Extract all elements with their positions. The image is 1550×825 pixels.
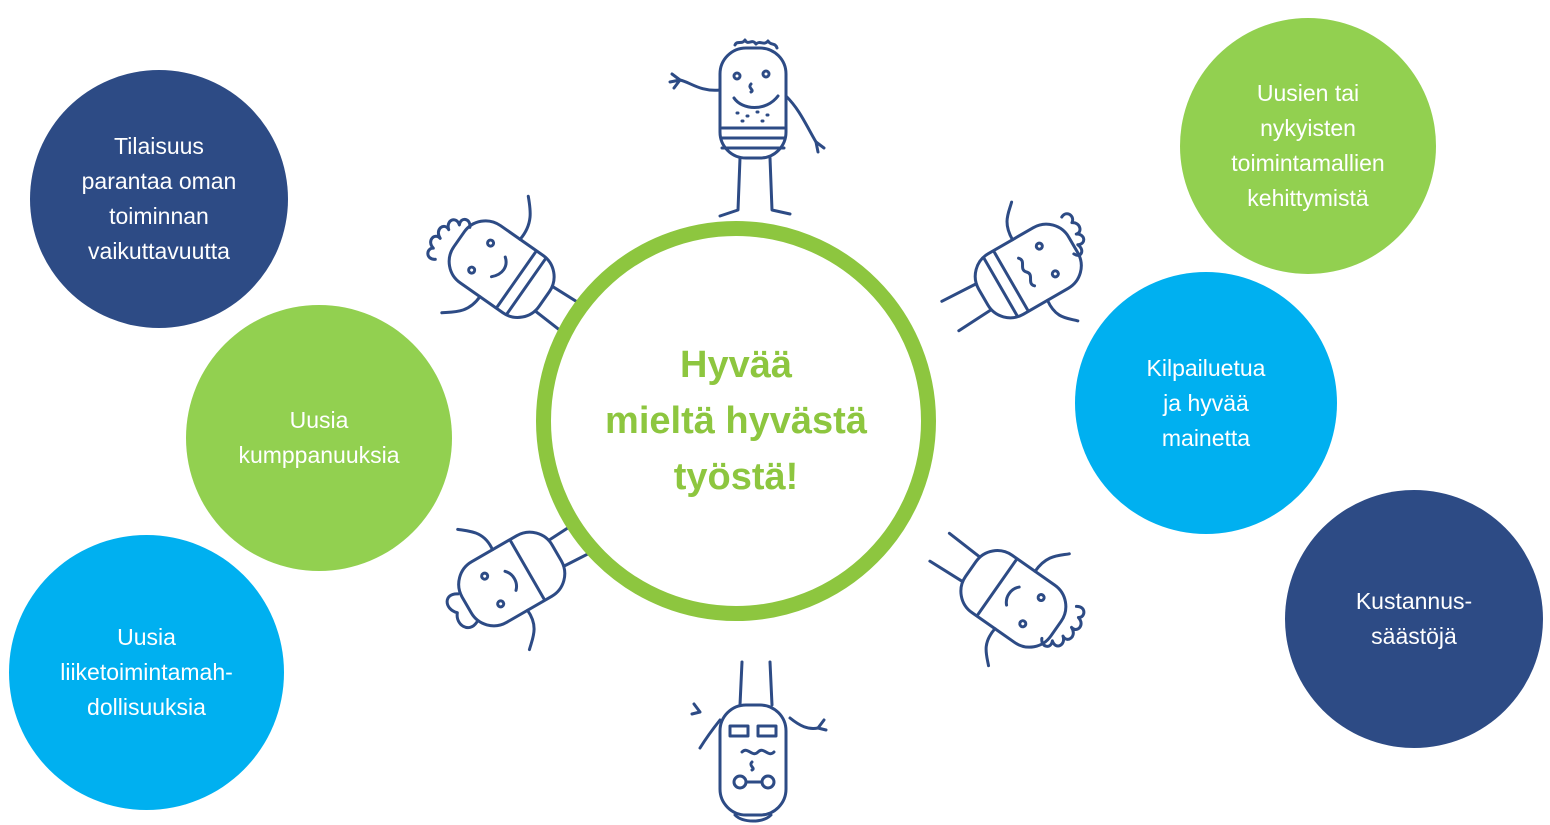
benefit-bubble-partnerships: Uusia kumppanuuksia — [186, 305, 452, 571]
center-text: Hyvää mieltä hyvästä työstä! — [605, 344, 867, 498]
doodle-person-bottom — [690, 660, 828, 823]
doodle-person-upper-left — [426, 194, 587, 337]
doodle-person-lower-right — [928, 531, 1086, 668]
center-circle: Hyvää mieltä hyvästä työstä! — [536, 221, 936, 621]
benefit-bubble-competitive-advantage: Kilpailuetua ja hyvää mainetta — [1075, 272, 1337, 534]
benefit-text: Kilpailuetua ja hyvää mainetta — [1146, 354, 1266, 451]
doodle-person-lower-left — [445, 517, 600, 652]
benefit-bubble-business-opportunities: Uusia liiketoimintamah- dollisuuksia — [9, 535, 284, 810]
benefit-bubble-operating-models: Uusien tai nykyisten toimintamallien keh… — [1180, 18, 1436, 274]
benefit-text: Uusia kumppanuuksia — [238, 407, 400, 468]
doodle-person-upper-right — [940, 200, 1086, 333]
benefit-text: Kustannus- säästöjä — [1355, 588, 1473, 649]
doodle-person-top — [668, 38, 826, 218]
benefit-text: Uusia liiketoimintamah- dollisuuksia — [60, 624, 233, 720]
benefit-text: Uusien tai nykyisten toimintamallien keh… — [1231, 80, 1385, 211]
benefit-bubble-cost-savings: Kustannus- säästöjä — [1285, 490, 1543, 748]
benefit-text: Tilaisuus parantaa oman toiminnan vaikut… — [81, 133, 237, 264]
benefit-bubble-effectiveness: Tilaisuus parantaa oman toiminnan vaikut… — [30, 70, 288, 328]
